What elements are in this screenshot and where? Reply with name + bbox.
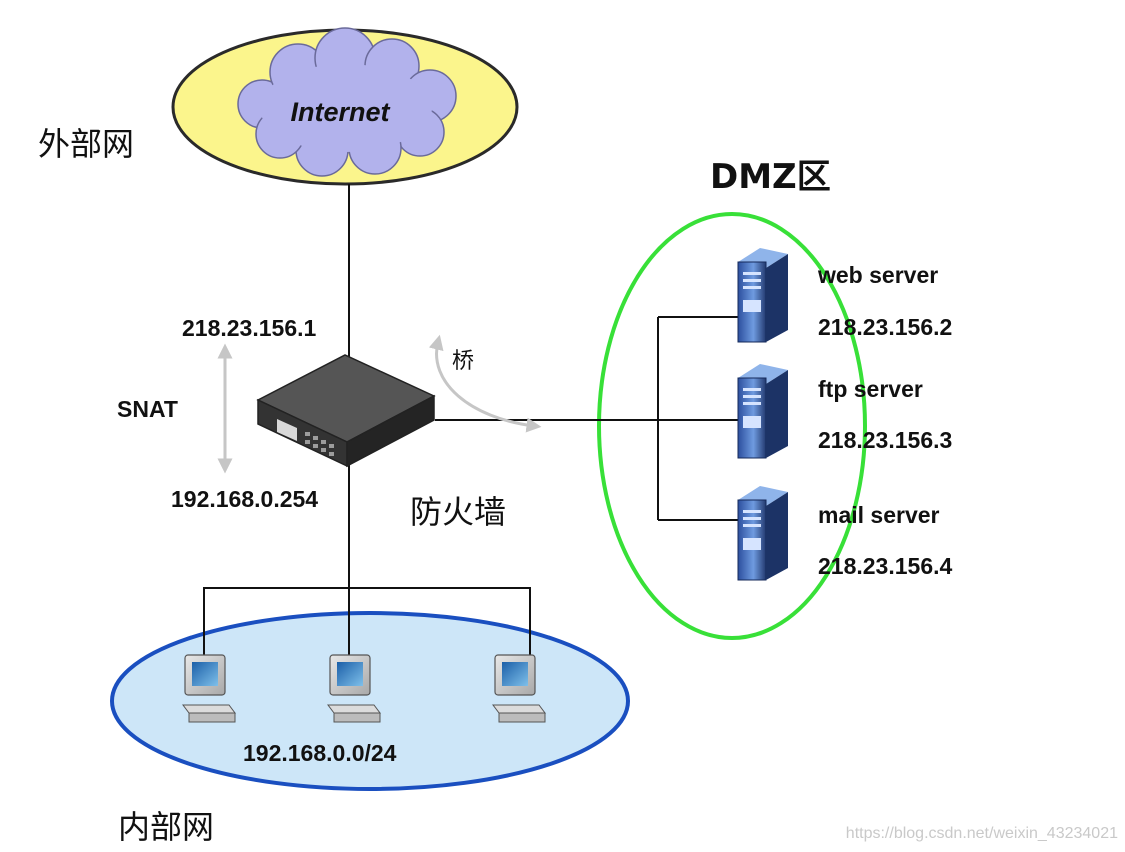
ftp-server-name: ftp server [818,376,923,402]
ftp-server-icon [737,364,788,459]
firewall-outer-ip: 218.23.156.1 [182,315,317,341]
external-zone-label: 外部网 [38,125,134,163]
internal-zone-label: 内部网 [118,808,214,846]
dmz-title: DMZ区 [710,157,831,197]
bridge-label: 桥 [452,349,474,374]
firewall-label: 防火墙 [410,493,506,531]
pc-icon [327,654,381,723]
ftp-server-ip: 218.23.156.3 [818,427,952,453]
internet-label: Internet [290,97,390,127]
bridge-arrow [428,334,542,433]
lan-bus-line [203,587,531,663]
watermark: https://blog.csdn.net/weixin_43234021 [846,825,1118,842]
firewall-icon [256,354,436,468]
cloud-icon [237,27,457,177]
pc-icon [182,654,236,723]
mail-server-name: mail server [818,502,940,528]
internet-zone: Internet 外部网 [38,27,519,186]
snat-label: SNAT [117,396,178,422]
firewall-inner-ip: 192.168.0.254 [171,486,318,512]
web-server-name: web server [817,262,938,288]
mail-server-icon [737,486,788,581]
web-server-icon [737,248,788,343]
pc-icon [492,654,546,723]
web-server-ip: 218.23.156.2 [818,314,952,340]
dmz-ellipse [597,212,867,640]
mail-server-ip: 218.23.156.4 [818,553,953,579]
lan-subnet-label: 192.168.0.0/24 [243,740,397,766]
